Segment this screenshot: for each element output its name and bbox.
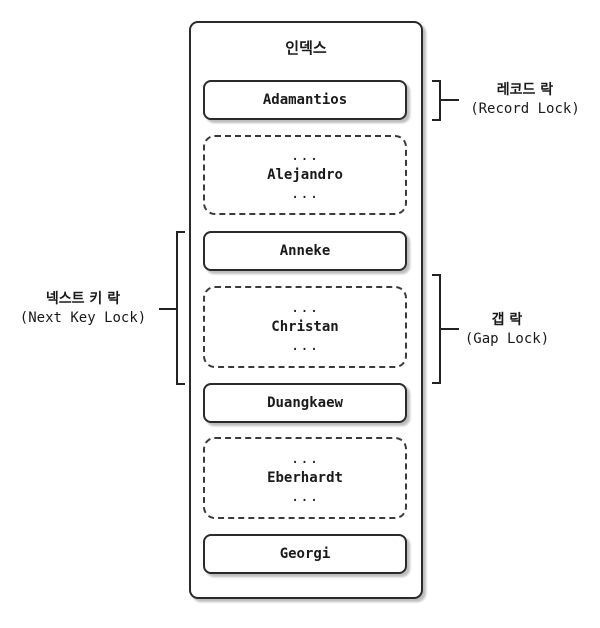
gap-record-name: Eberhardt xyxy=(267,469,343,486)
gap-ellipsis-top: ... xyxy=(290,299,320,316)
record-adamantios: Adamantios xyxy=(203,80,407,120)
gap-record-name: Alejandro xyxy=(267,166,343,183)
record-lock-label-en: (Record Lock) xyxy=(470,101,580,117)
index-title: 인덱스 xyxy=(285,39,327,57)
record-georgi: Georgi xyxy=(203,534,407,574)
gap-alejandro: ... Alejandro ... xyxy=(203,135,407,215)
record-anneke: Anneke xyxy=(203,231,407,271)
next-key-lock-bracket xyxy=(176,231,185,385)
gap-record-name: Christan xyxy=(271,318,339,335)
gap-lock-label-ko: 갭 락 xyxy=(491,312,523,328)
next-key-lock-label: 넥스트 키 락 (Next Key Lock) xyxy=(8,290,158,328)
gap-ellipsis-bottom: ... xyxy=(290,488,320,505)
gap-eberhardt: ... Eberhardt ... xyxy=(203,437,407,519)
next-key-lock-label-ko: 넥스트 키 락 xyxy=(45,291,121,307)
gap-lock-label: 갭 락 (Gap Lock) xyxy=(452,311,562,349)
gap-ellipsis-bottom: ... xyxy=(290,337,320,354)
gap-lock-bracket xyxy=(432,274,441,384)
record-duangkaew: Duangkaew xyxy=(203,383,407,423)
record-lock-bracket xyxy=(432,80,441,121)
gap-ellipsis-bottom: ... xyxy=(290,185,320,202)
record-lock-label-ko: 레코드 락 xyxy=(496,82,554,98)
gap-ellipsis-top: ... xyxy=(290,147,320,164)
next-key-lock-label-en: (Next Key Lock) xyxy=(19,310,147,326)
gap-ellipsis-top: ... xyxy=(290,450,320,467)
gap-lock-label-en: (Gap Lock) xyxy=(464,331,550,347)
record-lock-label: 레코드 락 (Record Lock) xyxy=(462,81,588,119)
gap-christan: ... Christan ... xyxy=(203,286,407,368)
